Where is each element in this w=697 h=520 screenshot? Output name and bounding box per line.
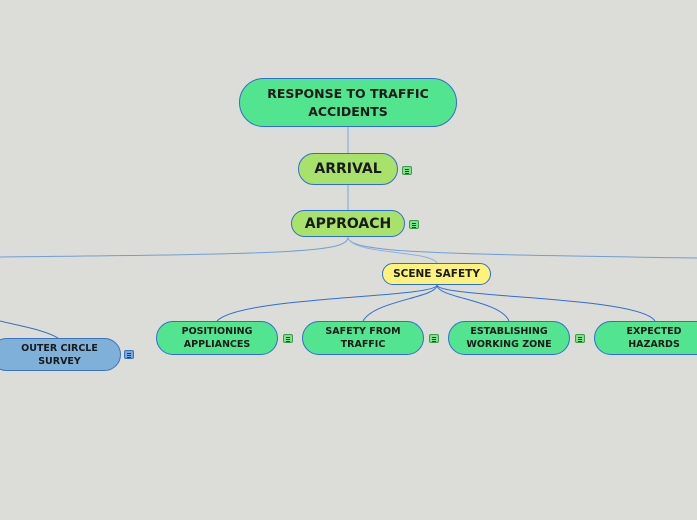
connector-approach-left: [0, 236, 349, 258]
connector-scene-c2: [362, 284, 438, 322]
note-icon[interactable]: [283, 334, 293, 343]
topic-positioning-appliances-label: POSITIONING APPLIANCES: [181, 326, 253, 350]
topic-approach-label: APPROACH: [304, 215, 392, 232]
connector-approach-scene: [347, 236, 438, 264]
topic-scene-safety-label: SCENE SAFETY: [393, 268, 480, 280]
topic-arrival[interactable]: ARRIVAL: [298, 153, 398, 185]
note-icon[interactable]: [575, 334, 585, 343]
connector-scene-c4: [436, 284, 656, 322]
topic-safety-from-traffic-label: SAFETY FROM TRAFFIC: [325, 326, 401, 350]
topic-positioning-appliances[interactable]: POSITIONING APPLIANCES: [156, 321, 278, 355]
topic-safety-from-traffic[interactable]: SAFETY FROM TRAFFIC: [302, 321, 424, 355]
connector-scene-c1: [216, 284, 438, 322]
topic-approach[interactable]: APPROACH: [291, 210, 405, 237]
root-topic-label: RESPONSE TO TRAFFIC ACCIDENTS: [267, 85, 429, 119]
topic-scene-safety[interactable]: SCENE SAFETY: [382, 263, 491, 285]
topic-expected-hazards-label: EXPECTED HAZARDS: [626, 326, 682, 350]
root-topic[interactable]: RESPONSE TO TRAFFIC ACCIDENTS: [239, 78, 457, 127]
note-icon[interactable]: [409, 220, 419, 229]
topic-establishing-working-zone-label: ESTABLISHING WORKING ZONE: [466, 326, 552, 350]
note-icon[interactable]: [124, 350, 134, 359]
connector-outer-left: [0, 320, 59, 339]
topic-expected-hazards[interactable]: EXPECTED HAZARDS: [594, 321, 697, 355]
note-icon[interactable]: [429, 334, 439, 343]
connector-approach-right: [347, 236, 697, 259]
note-icon[interactable]: [402, 166, 412, 175]
topic-establishing-working-zone[interactable]: ESTABLISHING WORKING ZONE: [448, 321, 570, 355]
topic-outer-circle-survey[interactable]: OUTER CIRCLE SURVEY: [0, 338, 121, 371]
connector-scene-c3: [436, 284, 510, 322]
topic-arrival-label: ARRIVAL: [314, 161, 382, 177]
topic-outer-circle-survey-label: OUTER CIRCLE SURVEY: [21, 342, 98, 367]
